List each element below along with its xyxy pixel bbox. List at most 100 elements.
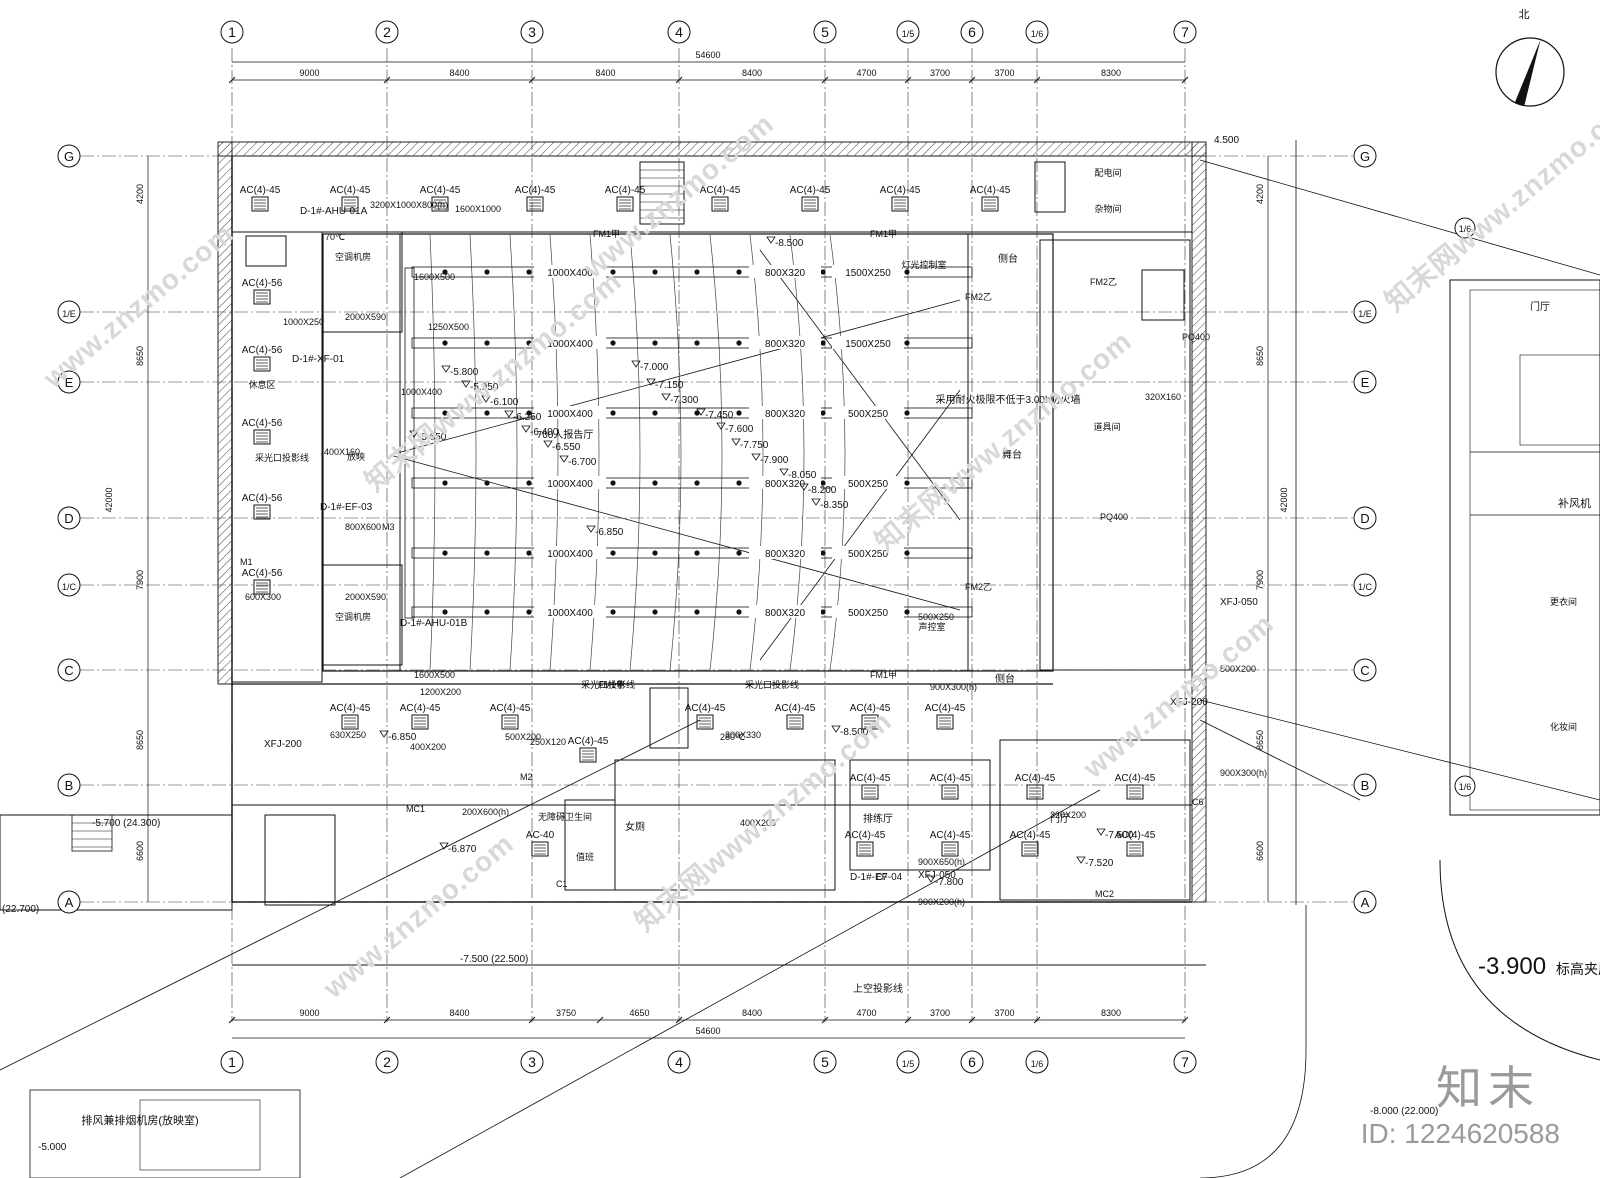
grid-bubble-row — [57, 773, 81, 797]
diffuser-dot — [820, 269, 826, 275]
diffuser-dot — [526, 269, 532, 275]
misc-label: C6 — [1192, 797, 1204, 807]
ac-unit: AC(4)-45 — [925, 703, 966, 730]
ac-unit-label: AC(4)-45 — [1010, 830, 1051, 841]
misc-label: 200X600(h) — [462, 807, 509, 817]
duct-label-bg — [749, 336, 821, 349]
ac-unit-label: AC(4)-45 — [930, 830, 971, 841]
room-name-projection: 放映 — [347, 451, 365, 462]
dim-top: 4700 — [856, 68, 876, 78]
grid-bubble-col — [1173, 20, 1197, 44]
diffuser-dot — [526, 340, 532, 346]
grid-label-row: 1/C — [1358, 582, 1373, 592]
misc-label: 70℃ — [325, 232, 345, 242]
room-name-ac_room_bottom: 空调机房 — [335, 611, 371, 622]
diffuser-dot — [904, 410, 910, 416]
ac-unit-label: AC(4)-45 — [700, 185, 741, 196]
level-mark: -7.000 — [640, 362, 669, 373]
grid-bubble-col — [667, 20, 691, 44]
dim-tick — [596, 1016, 604, 1024]
equipment-tag: XFJ-050 — [1220, 597, 1258, 608]
duct-size-label: 800X320 — [765, 479, 805, 490]
ac-unit: AC(4)-45 — [970, 185, 1011, 212]
ac-unit-label: AC(4)-45 — [330, 185, 371, 196]
dim-tick — [821, 1016, 829, 1024]
outside-level: 4.500 — [1214, 135, 1239, 146]
grid-label-col: 1 — [228, 24, 236, 40]
grid-bubble-col — [220, 1050, 244, 1074]
misc-label: 400X200 — [410, 742, 446, 752]
duct-label-bg — [749, 476, 821, 489]
room-name-stage: 舞台 — [1002, 448, 1022, 461]
grid-label-row: G — [1360, 149, 1370, 164]
misc-label: 400X200 — [740, 818, 776, 828]
duct-size-label: 800X320 — [765, 268, 805, 279]
misc-label: FM1甲 — [870, 670, 897, 680]
dim-left: 6600 — [135, 841, 145, 861]
diffuser-dot — [484, 340, 490, 346]
annotation-text: 700人报告厅舞台侧台侧台排练厅门厅女厕值班配电间杂物间道具间休息区放映空调机房… — [2, 135, 1600, 1153]
diffuser-dot — [820, 340, 826, 346]
grid-label-row: B — [1361, 778, 1370, 793]
ac-unit-box — [941, 841, 959, 857]
equipment-tag: XFJ-200 — [1170, 697, 1208, 708]
ac-unit-box — [981, 196, 999, 212]
grid-bubble-row — [57, 658, 81, 682]
ac-unit-box — [616, 196, 634, 212]
duct-size-label: 800X320 — [765, 549, 805, 560]
ac-unit: AC(4)-45 — [1015, 773, 1056, 800]
outside-level: -5.700 (24.300) — [92, 818, 160, 829]
dim-bottom: 3700 — [930, 1008, 950, 1018]
ac-unit: AC(4)-45 — [850, 773, 891, 800]
diffuser-dot — [484, 410, 490, 416]
misc-label: 500X200 — [505, 732, 541, 742]
duct-label-bg — [534, 336, 606, 349]
dim-total-bottom: 54600 — [695, 1026, 720, 1036]
misc-label: 1000X400 — [401, 387, 442, 397]
ac-unit-box — [861, 784, 879, 800]
misc-label: PQ400 — [1100, 512, 1128, 522]
grid-label-col: 4 — [675, 1054, 683, 1070]
room-name-power_room: 配电间 — [1094, 167, 1121, 178]
diffuser-dot — [442, 269, 448, 275]
ac-unit-label: AC(4)-45 — [400, 703, 441, 714]
brand-logo-text: 知末 — [1436, 1061, 1540, 1115]
ac-unit-box — [786, 714, 804, 730]
grid-bubble-row — [57, 506, 81, 530]
diffuser-dot — [694, 410, 700, 416]
ac-unit-box — [253, 356, 271, 372]
duct-size-label: 800X320 — [765, 608, 805, 619]
level-triangle — [586, 525, 596, 533]
dim-left-total: 42000 — [104, 487, 114, 512]
misc-label: FM2乙 — [965, 582, 992, 592]
ac-unit: AC(4)-45 — [330, 185, 371, 212]
misc-label: 900X650(h) — [918, 857, 965, 867]
room-name-sound_ctrl: 声控室 — [918, 621, 945, 632]
right-axis-label: 1/6 — [1459, 782, 1472, 792]
level-mark: -6.850 — [595, 527, 624, 538]
grid-bubble-row — [1353, 144, 1377, 168]
misc-label: FM2乙 — [1090, 277, 1117, 287]
level-mark: -6.250 — [513, 412, 542, 423]
level-triangle — [731, 438, 741, 446]
ac-unit-label: AC(4)-45 — [880, 185, 921, 196]
ac-unit-box — [1126, 784, 1144, 800]
ac-unit-label: AC(4)-56 — [242, 493, 283, 504]
level-triangle — [1096, 828, 1106, 836]
grid-bubble-col — [667, 1050, 691, 1074]
misc-label: MC1 — [406, 804, 425, 814]
diffuser-dot — [820, 550, 826, 556]
ac-unit-label: AC(4)-45 — [515, 185, 556, 196]
misc-label: 1000X250 — [283, 317, 324, 327]
ac-unit: AC(4)-45 — [850, 703, 891, 730]
ac-unit-label: AC(4)-45 — [568, 736, 609, 747]
misc-label: 300X330 — [725, 730, 761, 740]
ac-unit: AC(4)-45 — [1010, 830, 1051, 857]
level-triangle — [766, 236, 776, 244]
grid-bubble-row — [1353, 658, 1377, 682]
level-triangle — [926, 875, 936, 883]
dim-tick — [528, 76, 536, 84]
grid-bubble-col — [375, 1050, 399, 1074]
right-axis-bubble — [1454, 217, 1476, 239]
